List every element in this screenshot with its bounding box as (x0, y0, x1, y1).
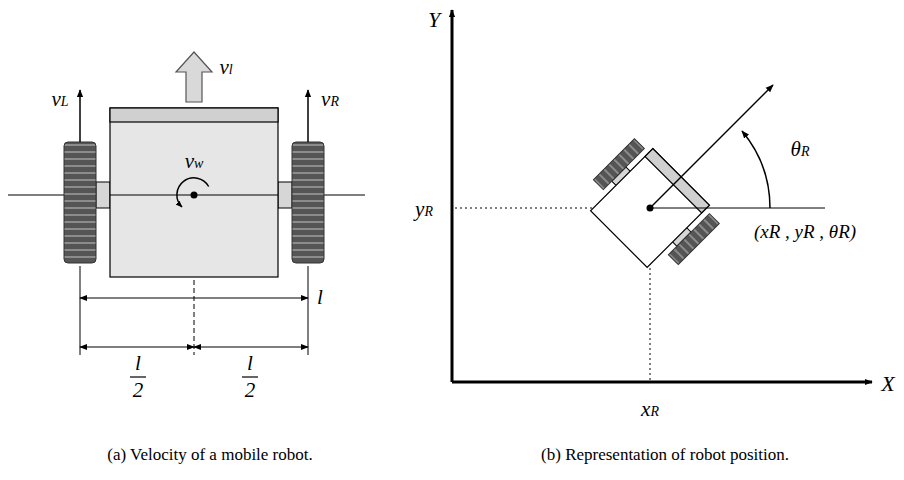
velocity-arrow (79, 90, 81, 142)
angle-arc (742, 131, 770, 208)
robot-body (110, 108, 278, 277)
center-dot (191, 192, 198, 199)
angular-velocity-arrow (177, 178, 209, 207)
fraction-bar (242, 376, 258, 377)
velocity-arrow (307, 90, 309, 142)
left-wheel (64, 142, 96, 263)
coordinate-label: yR (415, 198, 433, 221)
wheel-hub (96, 182, 110, 208)
dimension-label: l (247, 352, 253, 375)
dimension-label: 2 (245, 379, 256, 402)
velocity-label: vw (185, 150, 204, 173)
axis-label: Y (428, 8, 440, 32)
right-wheel (668, 214, 719, 265)
coordinate-label: xR (641, 398, 659, 421)
pose-label: (xR , yR , θR) (754, 222, 856, 243)
axis-label: X (881, 372, 894, 396)
dimension-label: 2 (133, 379, 144, 402)
dimension-label: l (135, 352, 141, 375)
x-axis (452, 381, 872, 384)
reference-line (650, 208, 825, 209)
dimension-line (80, 346, 194, 347)
dimension-line (194, 346, 308, 347)
velocity-label: vL (51, 88, 68, 111)
left-wheel (593, 139, 644, 190)
y-axis (451, 10, 454, 382)
angle-label: θR (791, 138, 810, 161)
extension-line (80, 266, 81, 355)
wheel-hub (278, 182, 292, 208)
caption: (b) Representation of robot position. (541, 446, 789, 465)
linear-velocity-arrow (176, 52, 212, 102)
velocity-label: vl (219, 56, 232, 79)
caption: (a) Velocity of a mobile robot. (107, 446, 313, 465)
velocity-label: vR (321, 88, 339, 111)
right-wheel (292, 142, 324, 263)
dimension-line (80, 297, 308, 298)
extension-line (308, 266, 309, 355)
dimension-label: l (317, 286, 323, 309)
front-bar (110, 108, 278, 122)
heading-arrow (650, 85, 773, 208)
center-line (194, 280, 195, 355)
fraction-bar (130, 376, 146, 377)
